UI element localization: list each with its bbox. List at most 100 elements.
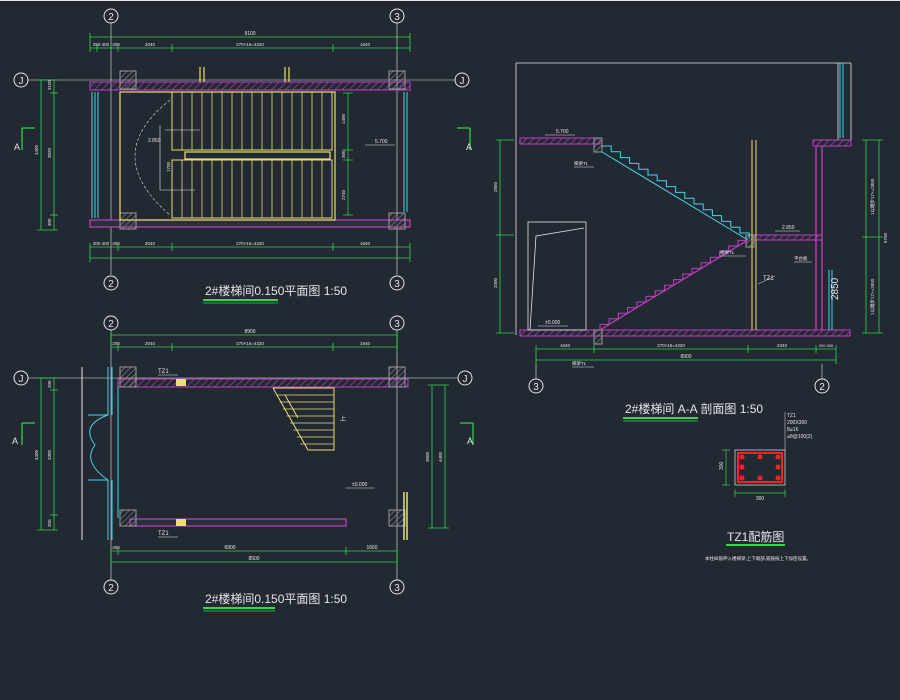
plan2-dim-left: [37, 377, 58, 531]
tz1-label: TZ1: [158, 369, 169, 375]
section-marker-a-left: [21, 127, 35, 150]
dim-text: 200: [112, 241, 120, 246]
plan2-right-post: [403, 492, 408, 540]
dim-text: 2040: [145, 241, 156, 246]
level-text: 2.850: [148, 138, 161, 144]
section-marker-a-left-2: [21, 422, 35, 445]
section-right-cyan: [828, 63, 844, 330]
tz1-spec-line: 8⌀16: [787, 427, 799, 433]
section-top-landing: [519, 137, 601, 145]
member-tag: 梯梁TL: [720, 249, 735, 256]
dim-text: 270×16=4320: [236, 42, 264, 47]
dim-text: 270×16=4320: [236, 341, 264, 346]
dim-text: 200 400: [93, 241, 110, 246]
level-text: 5.700: [375, 139, 388, 145]
plan2-stair-flight: [272, 387, 335, 451]
section-grid-3: 3: [528, 364, 544, 394]
dim-text: 8500: [248, 556, 259, 562]
dim-text: 300: [719, 461, 725, 470]
plan1-dim-bottom: [89, 243, 411, 262]
dim-text: 4400: [438, 451, 443, 462]
grid-label: 2: [108, 279, 114, 290]
dim-text: 2850: [493, 181, 498, 192]
tz1-section-box: [734, 449, 786, 486]
section-mid-landing: [751, 234, 823, 241]
tz1-stirrup: [737, 452, 783, 483]
dim-text: 2040: [145, 42, 156, 47]
dim-text: 9100: [244, 31, 255, 37]
dim-text: 270×16=4320: [657, 343, 685, 348]
plan2-wall-bottom: [129, 518, 347, 527]
section-frame: [515, 62, 852, 335]
section-dim-bottom: [535, 345, 837, 364]
dim-text: 3600: [425, 451, 430, 462]
grid-label: 2: [108, 583, 114, 594]
dim-text: 2340: [777, 343, 788, 348]
section-beam-1: [593, 137, 603, 153]
plan1-window-marks: [199, 67, 290, 82]
plan2-column-tl: [119, 366, 137, 388]
section-upper-stair: [601, 145, 750, 241]
dim-text: 2740: [341, 189, 346, 200]
dim-text: 1640: [360, 341, 371, 346]
grid-bubble-3-top: 3 3: [389, 8, 405, 291]
member-tag: 梯梁TL: [574, 160, 589, 167]
plan1-walk-arrow: [159, 125, 200, 191]
dim-text: 200: [47, 380, 52, 388]
grid-label: 2: [819, 382, 825, 393]
tz1-label: TZ1: [158, 531, 169, 537]
dim-text: 1以踏步17×=2850: [869, 178, 876, 215]
plan-1-drawing: 2 2 3 3 J J A A: [13, 8, 472, 304]
grid-label: 3: [394, 12, 400, 23]
section-beam-3: [593, 329, 603, 345]
section-marker-a-right-2: [460, 422, 474, 445]
dim-text: 1640: [360, 241, 371, 246]
dim-text: 8900: [680, 354, 691, 360]
section-grid-2: 2: [814, 364, 830, 394]
plan2-stair-treads: [276, 394, 334, 445]
dim-text: 200: [112, 545, 120, 550]
dim-text: 250 400: [93, 42, 110, 47]
upper-stair-profile: [602, 145, 750, 239]
grid-label: J: [460, 76, 465, 87]
dim-text: 270×16=4320: [236, 241, 264, 246]
plan1-dim-left: [37, 79, 58, 231]
up-label: 上: [340, 415, 346, 423]
plan1-dim-top: [89, 33, 411, 52]
plan2-column-br: [388, 509, 406, 527]
dim-text: 200: [112, 42, 120, 47]
plan1-wall-bottom: [89, 219, 411, 228]
member-tag: 平台板: [794, 255, 808, 262]
section-upper-right-slab: [812, 139, 852, 147]
grid-label: 2: [108, 319, 114, 330]
plan1-column-bl: [119, 212, 137, 230]
tz1-dims: [722, 449, 786, 497]
plan2-left-walls: [81, 367, 119, 540]
section-dim-right: [862, 139, 883, 334]
plan-2-drawing: 2 2 3 3 J J A A: [12, 315, 474, 612]
grid-bubble-j-plan2: J J: [13, 370, 473, 386]
upper-stair-soffit: [601, 151, 749, 241]
plan2-dim-right: [428, 384, 449, 529]
dim-text: 1660: [366, 545, 377, 551]
level-text: ±0.000: [545, 320, 560, 326]
section-door: [527, 221, 587, 331]
tz1-note: 本柱纵筋伸入楼梯梁,上下端部,箍筋按上下加密设置。: [705, 555, 811, 562]
plan2-wall-top: [117, 378, 409, 388]
tz1-spec-line: ⌀8@100(2): [787, 434, 813, 440]
section-title: 2#楼梯间 A-A 剖面图 1:50: [625, 401, 763, 416]
plan1-stair-outline: [119, 91, 336, 221]
dim-text: 1以踏步17×=2850: [869, 278, 876, 315]
level-text: 5.700: [556, 129, 569, 135]
dim-text: 8900: [244, 329, 255, 335]
plan-1-title: 2#楼梯间0.150平面图 1:50: [205, 283, 347, 298]
dim-text: 3020: [47, 147, 52, 158]
section-label-a: A: [467, 436, 473, 446]
plan1-wall-top: [89, 81, 411, 91]
section-marker-a-right: [457, 127, 471, 150]
dim-text: 1640: [560, 343, 571, 348]
tz1-rebars: [739, 454, 781, 481]
dim-text-large: 2850: [830, 277, 841, 300]
grid-label: 3: [394, 279, 400, 290]
